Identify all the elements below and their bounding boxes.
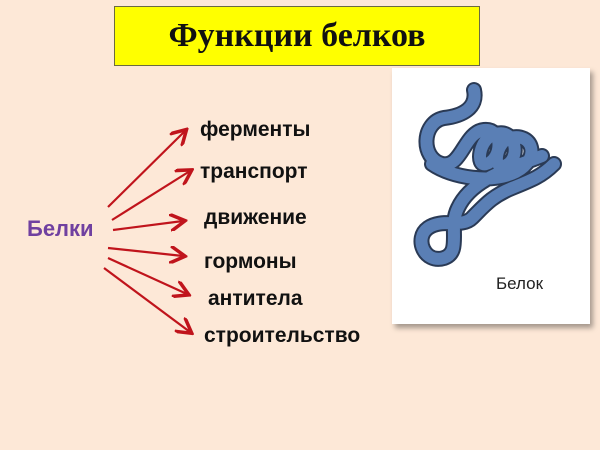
protein-icon	[413, 82, 562, 267]
function-item: антитела	[208, 287, 303, 310]
protein-illustration: Белок	[392, 68, 590, 324]
function-item: транспорт	[200, 160, 308, 183]
function-item: строительство	[204, 324, 361, 347]
arrow-4	[107, 248, 183, 256]
root-label: Белки	[27, 216, 94, 241]
arrow-1	[107, 131, 185, 208]
page-title: Функции белков	[168, 17, 426, 54]
image-caption: Белок	[496, 274, 544, 293]
title-banner: Функции белков	[114, 6, 480, 66]
arrow-5	[107, 256, 187, 294]
function-item: движение	[204, 206, 307, 229]
arrow-2	[111, 171, 190, 221]
function-item: гормоны	[204, 250, 297, 273]
arrow-3	[112, 221, 183, 230]
function-item: ферменты	[200, 118, 311, 141]
arrow-6	[103, 267, 190, 332]
